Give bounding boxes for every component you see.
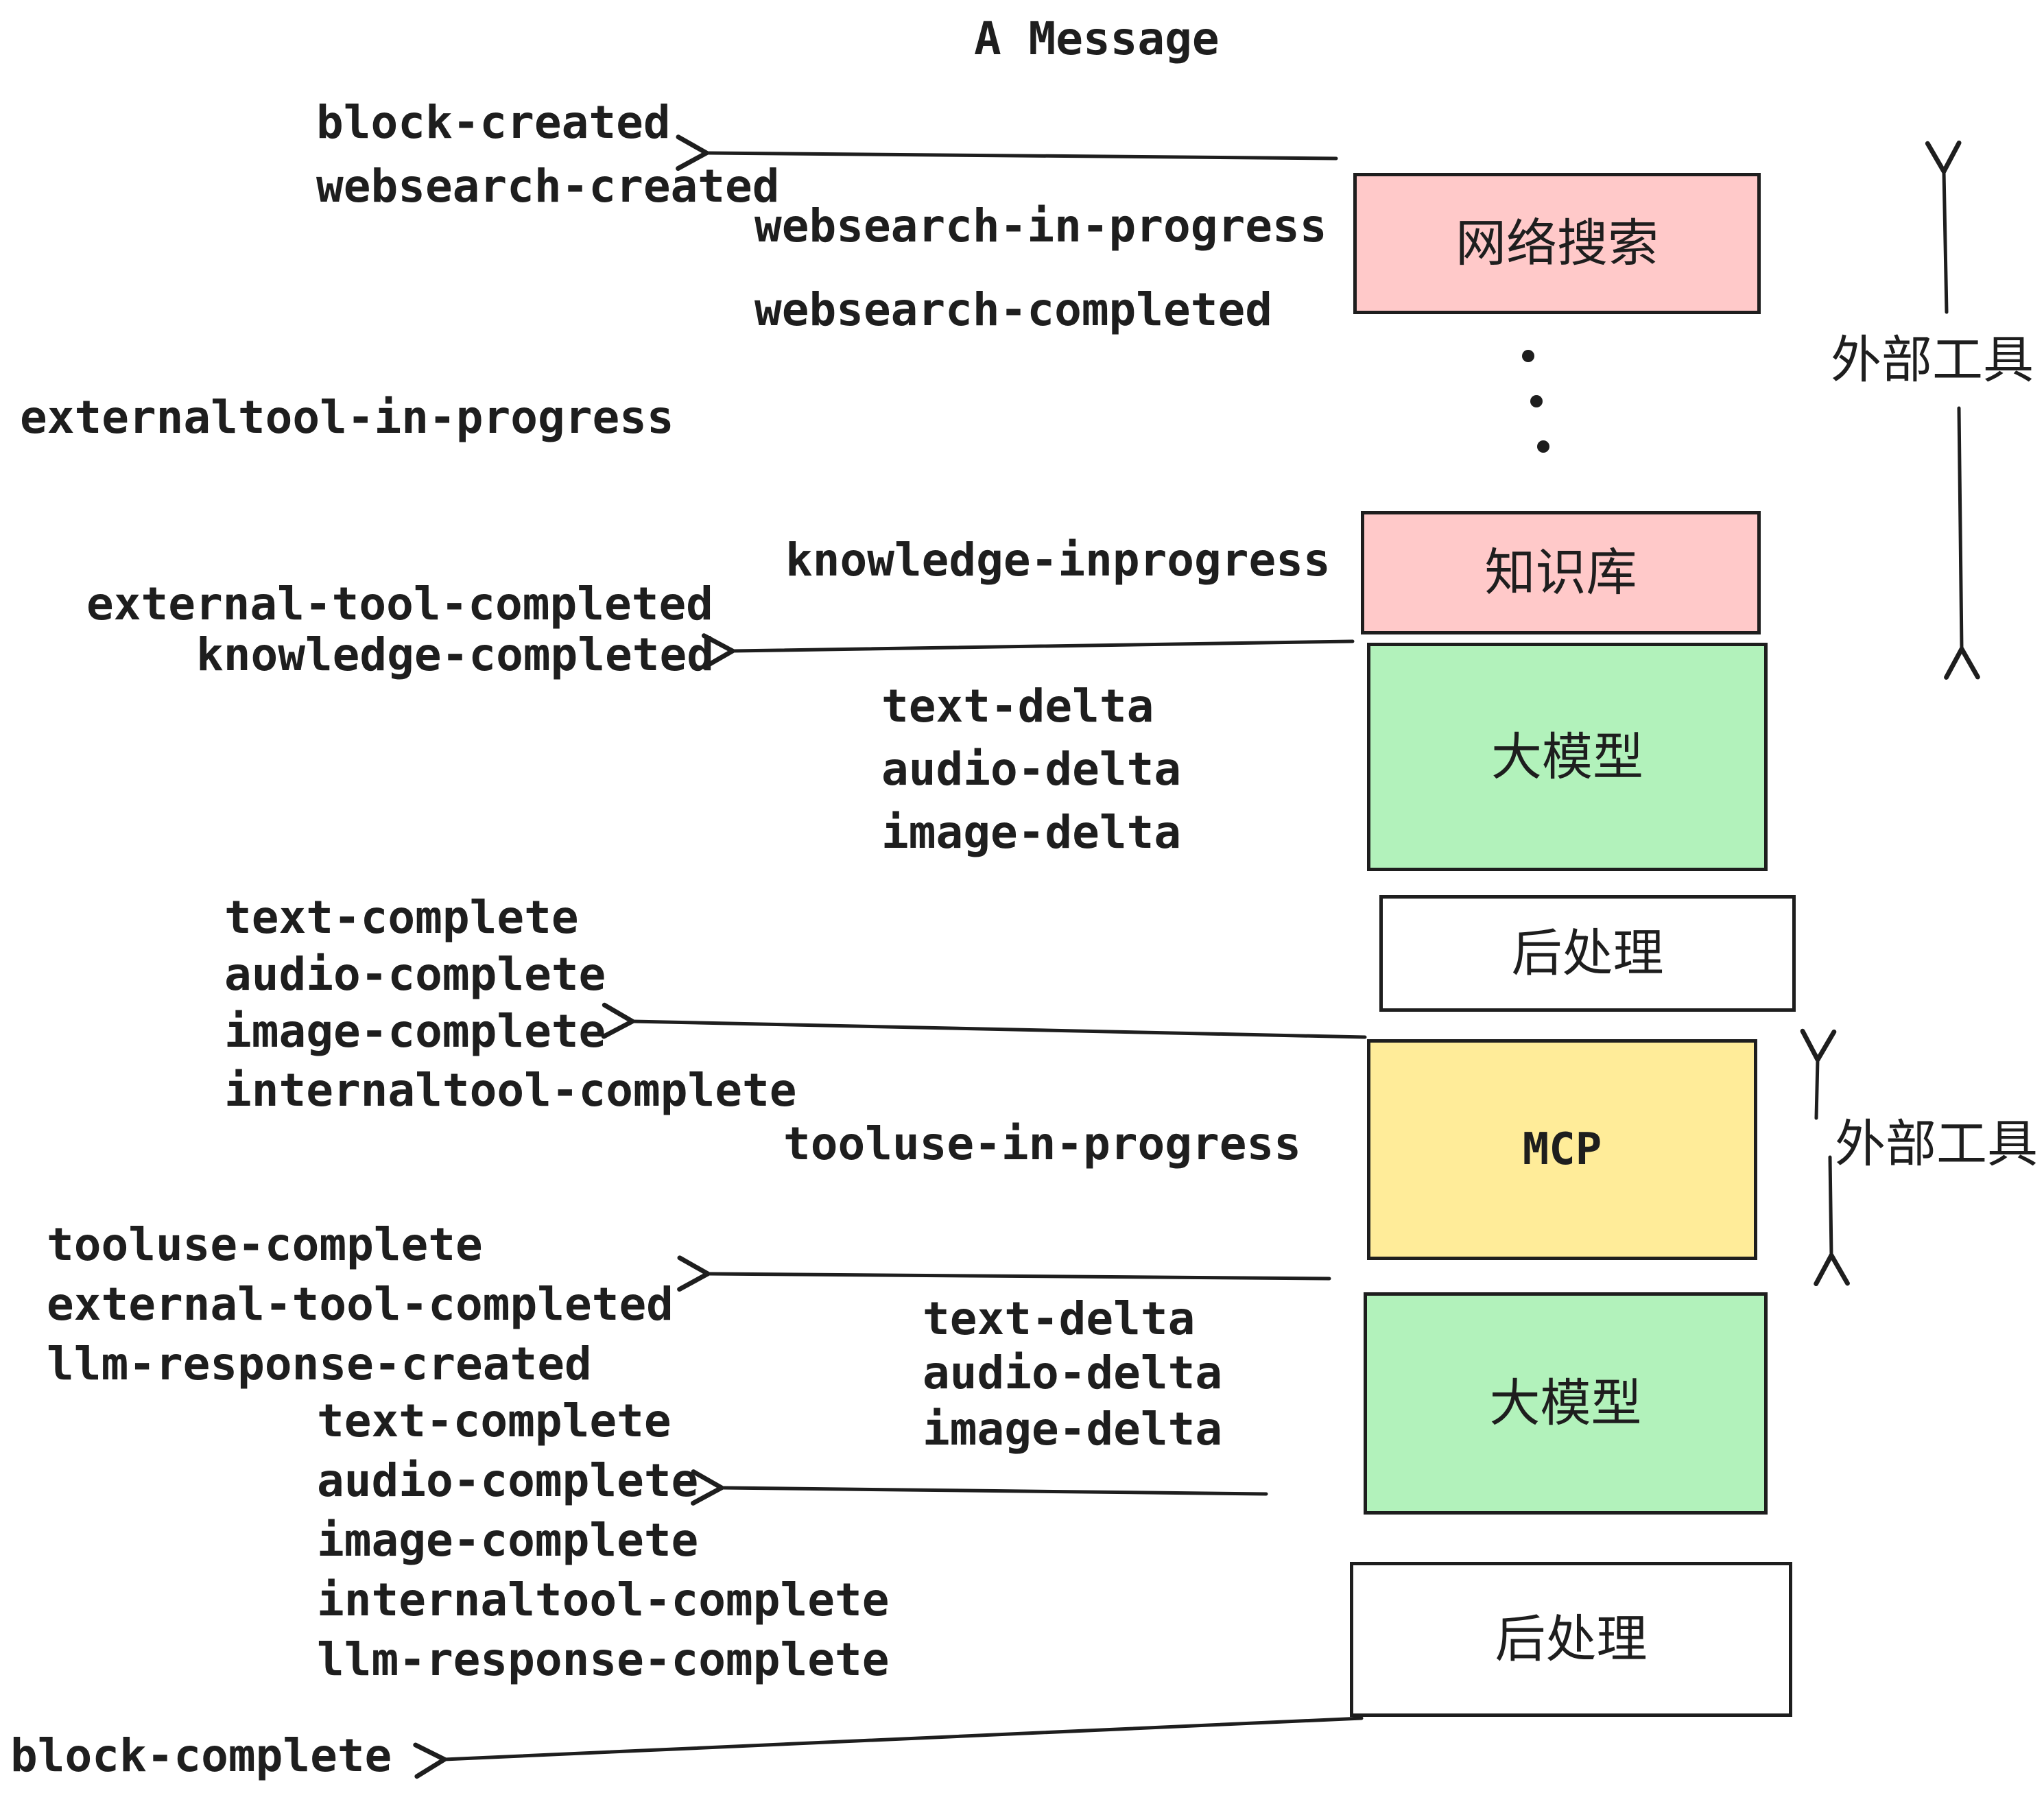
arrow-knowledge-to-knowledge-completed (701, 633, 1355, 669)
external-tools-span-arrow-up-1 (1925, 140, 1962, 314)
event-knowledge-inprogress: knowledge-inprogress (785, 534, 1331, 586)
event-image-complete-1: image-complete (224, 1005, 606, 1058)
event-text-complete-2: text-complete (317, 1394, 672, 1447)
arrow-websearch-to-block-created (676, 134, 1338, 171)
arrow-mcp-to-tooluse-complete (677, 1255, 1331, 1292)
event-llm-response-created: llm-response-created (47, 1338, 592, 1390)
ellipsis-dots (1522, 350, 1549, 453)
box-postprocess-2-label: 后处理 (1495, 1610, 1648, 1669)
ellipsis-dot-1 (1522, 350, 1534, 362)
box-postprocess-1: 后处理 (1379, 895, 1796, 1012)
event-image-delta-2: image-delta (923, 1403, 1223, 1456)
ellipsis-dot-3 (1537, 440, 1549, 453)
diagram-title: A Message (974, 12, 1220, 65)
box-postprocess-1-label: 后处理 (1511, 924, 1664, 983)
event-audio-delta-1: audio-delta (881, 743, 1182, 796)
box-llm-1: 大模型 (1367, 643, 1768, 871)
box-mcp: MCP (1367, 1039, 1757, 1260)
event-block-complete: block-complete (10, 1729, 392, 1782)
event-tooluse-complete: tooluse-complete (47, 1218, 483, 1271)
annotation-external-tools-1: 外部工具 (1831, 331, 2034, 390)
box-llm-1-label: 大模型 (1491, 727, 1643, 787)
event-image-complete-2: image-complete (317, 1514, 699, 1567)
event-block-created: block-created (316, 96, 671, 149)
external-tools-span-arrow-down-1 (1944, 406, 1980, 680)
event-text-delta-1: text-delta (881, 680, 1154, 733)
box-postprocess-2: 后处理 (1350, 1562, 1792, 1717)
event-audio-complete-1: audio-complete (224, 948, 606, 1001)
external-tools-span-arrow-up-2 (1800, 1028, 1837, 1120)
event-knowledge-completed: knowledge-completed (196, 628, 714, 681)
box-mcp-label: MCP (1522, 1124, 1602, 1175)
arrow-postprocess-to-image-complete (601, 1002, 1367, 1039)
box-llm-2: 大模型 (1364, 1292, 1768, 1515)
event-audio-delta-2: audio-delta (923, 1346, 1223, 1399)
event-tooluse-in-progress: tooluse-in-progress (783, 1117, 1301, 1170)
external-tools-span-arrow-down-2 (1814, 1155, 1850, 1287)
event-external-tool-completed-2: external-tool-completed (47, 1278, 674, 1331)
event-image-delta-1: image-delta (881, 806, 1182, 859)
event-websearch-created: websearch-created (316, 160, 780, 213)
event-websearch-in-progress: websearch-in-progress (754, 200, 1327, 252)
box-knowledge-label: 知识库 (1484, 543, 1637, 602)
event-internaltool-complete-1: internaltool-complete (224, 1064, 797, 1117)
event-externaltool-in-progress: externaltool-in-progress (20, 391, 674, 444)
annotation-external-tools-2: 外部工具 (1835, 1115, 2038, 1174)
event-text-delta-2: text-delta (923, 1292, 1196, 1345)
event-external-tool-completed: external-tool-completed (86, 578, 713, 630)
box-websearch-label: 网络搜索 (1455, 214, 1659, 273)
event-llm-response-complete: llm-response-complete (317, 1633, 890, 1686)
arrow-postprocess2-to-block-complete (413, 1716, 1364, 1779)
box-knowledge: 知识库 (1361, 511, 1761, 634)
box-websearch: 网络搜索 (1353, 173, 1761, 314)
ellipsis-dot-2 (1530, 395, 1543, 407)
event-websearch-completed: websearch-completed (754, 283, 1272, 336)
event-audio-complete-2: audio-complete (317, 1454, 699, 1507)
event-internaltool-complete-2: internaltool-complete (317, 1574, 890, 1626)
box-llm-2-label: 大模型 (1489, 1374, 1642, 1433)
event-text-complete-1: text-complete (224, 891, 579, 944)
arrow-llm2-to-audio-complete (691, 1469, 1268, 1506)
